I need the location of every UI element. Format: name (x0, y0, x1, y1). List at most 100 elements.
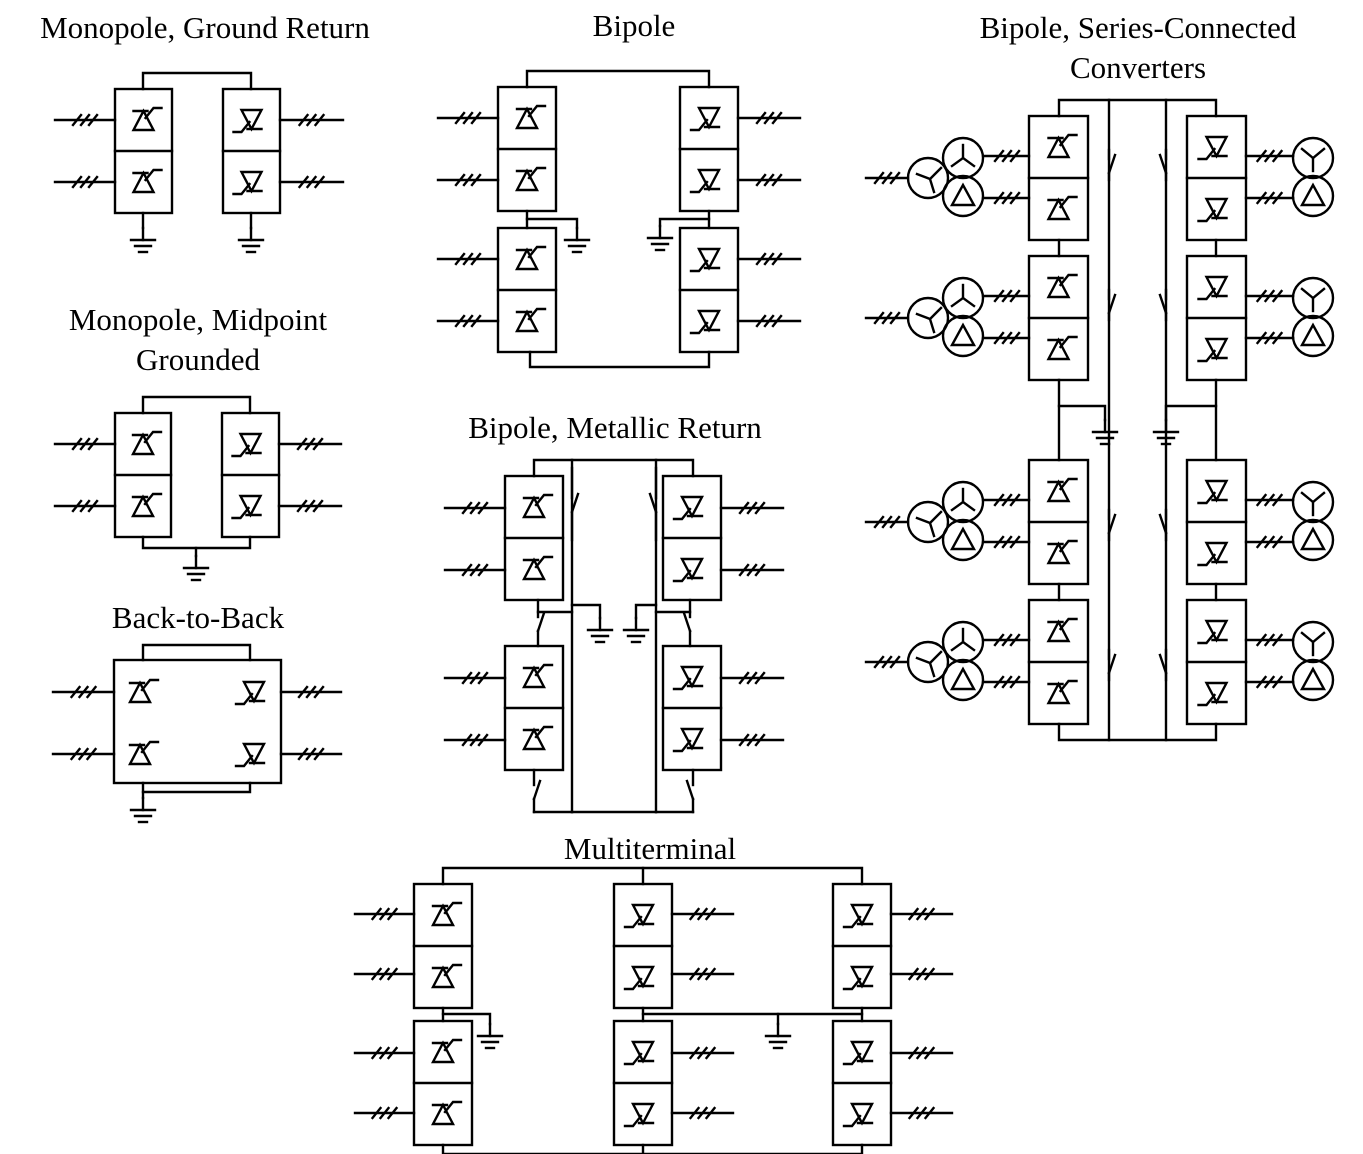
phase-slash (71, 499, 83, 513)
valve-gate (842, 1114, 862, 1128)
wye-leg (1300, 631, 1315, 644)
thyristor-valve-icon (842, 1102, 874, 1128)
converter-stack (1027, 114, 1090, 242)
phase-slash (755, 252, 767, 266)
three-phase-ac-line-icon (719, 671, 785, 685)
thyristor-valve-icon (689, 106, 721, 132)
valve-gate (140, 678, 160, 692)
title-line: Bipole (592, 8, 676, 43)
three-phase-ac-line-icon (353, 1046, 416, 1060)
thyristor-valve-icon (131, 168, 163, 194)
phase-slash (304, 499, 316, 513)
valve-gate (1197, 349, 1217, 363)
valve-triangle (631, 903, 655, 927)
phase-slash (477, 501, 489, 515)
phase-slash (915, 1046, 928, 1060)
phase-slash (993, 191, 1005, 205)
three-phase-ac-line-icon (670, 1106, 735, 1120)
wye-leg (1311, 147, 1326, 160)
phase-slash (297, 747, 309, 761)
ground-icon (586, 616, 614, 644)
valve-gate (1058, 539, 1078, 553)
wye-leg (950, 296, 965, 308)
thyristor-valve-icon (1046, 477, 1078, 503)
winding-circle (1291, 620, 1335, 664)
three-phase-ac-line-icon (864, 515, 910, 529)
thyristor-valve-icon (689, 168, 721, 194)
phase-slash (688, 1046, 701, 1060)
valve-triangle (680, 665, 704, 689)
winding-circle (1291, 658, 1335, 702)
wire (658, 217, 711, 228)
phase-slash (889, 515, 901, 529)
valve-triangle (242, 680, 266, 704)
ground-icon (129, 796, 157, 824)
phase-slash (923, 907, 936, 921)
three-phase-ac-line-icon (1244, 149, 1295, 163)
valve-gate (1058, 617, 1078, 631)
phase-slash (889, 655, 901, 669)
phase-slash (370, 1106, 383, 1120)
delta-triangle (949, 526, 977, 551)
phase-slash (386, 907, 399, 921)
phase-slash (763, 111, 775, 125)
phase-slash (297, 685, 309, 699)
phase-slash (87, 437, 99, 451)
ground-icon (129, 226, 157, 254)
phase-slash (85, 747, 98, 761)
phase-slash (1263, 535, 1276, 549)
phase-slash (688, 1106, 701, 1120)
converter-stack (503, 644, 565, 772)
valve-triangle (131, 432, 155, 456)
converter-stack (661, 474, 723, 602)
converter-stack (661, 644, 723, 772)
three-phase-ac-line-icon (736, 314, 802, 328)
phase-slash (1263, 149, 1276, 163)
valve-gate (231, 506, 251, 520)
valve-gate (689, 180, 709, 194)
phase-slash (754, 671, 766, 685)
thyristor-valve-icon (1197, 479, 1229, 505)
phase-slash (1263, 675, 1276, 689)
wire (141, 643, 252, 662)
delta-triangle (949, 666, 977, 691)
wye-delta-transformer-icon (906, 276, 985, 358)
phase-slash (1009, 331, 1021, 345)
phase-slash (462, 252, 474, 266)
phase-slash (889, 171, 901, 185)
phase-slash (370, 967, 383, 981)
phase-slash (71, 113, 83, 127)
phase-slash (763, 173, 775, 187)
disconnect-switch-icon (1158, 508, 1168, 542)
phase-slash (1001, 675, 1013, 689)
valve-triangle (522, 727, 546, 751)
valve-triangle (850, 903, 874, 927)
phase-slash (454, 252, 466, 266)
phase-slash (313, 685, 325, 699)
three-phase-ac-line-icon (353, 907, 416, 921)
winding-circle (941, 136, 985, 180)
ground-icon (1091, 418, 1119, 446)
title-line: Converters (1069, 50, 1207, 85)
three-phase-ac-line-icon (1244, 331, 1295, 345)
thyristor-valve-icon (231, 432, 263, 458)
phase-slash (87, 175, 99, 189)
wye-leg (928, 510, 943, 525)
thyristor-valve-icon (623, 1040, 655, 1066)
three-phase-ac-line-icon (889, 1106, 954, 1120)
thyristor-valve-icon (131, 430, 163, 456)
wye-delta-transformer-icon (906, 136, 985, 218)
converter-stack (1185, 254, 1248, 382)
wye-delta-transformer-icon (906, 480, 985, 562)
phase-slash (370, 907, 383, 921)
valve-triangle (697, 168, 721, 192)
phase-slash (738, 671, 750, 685)
wire (634, 603, 658, 620)
valve-triangle (131, 170, 156, 194)
three-phase-ac-line-icon (1244, 535, 1295, 549)
phase-slash (297, 113, 310, 127)
three-phase-ac-line-icon (277, 437, 343, 451)
three-phase-ac-line-icon (670, 1046, 735, 1060)
valve-gate (623, 915, 643, 929)
wire (141, 71, 253, 91)
